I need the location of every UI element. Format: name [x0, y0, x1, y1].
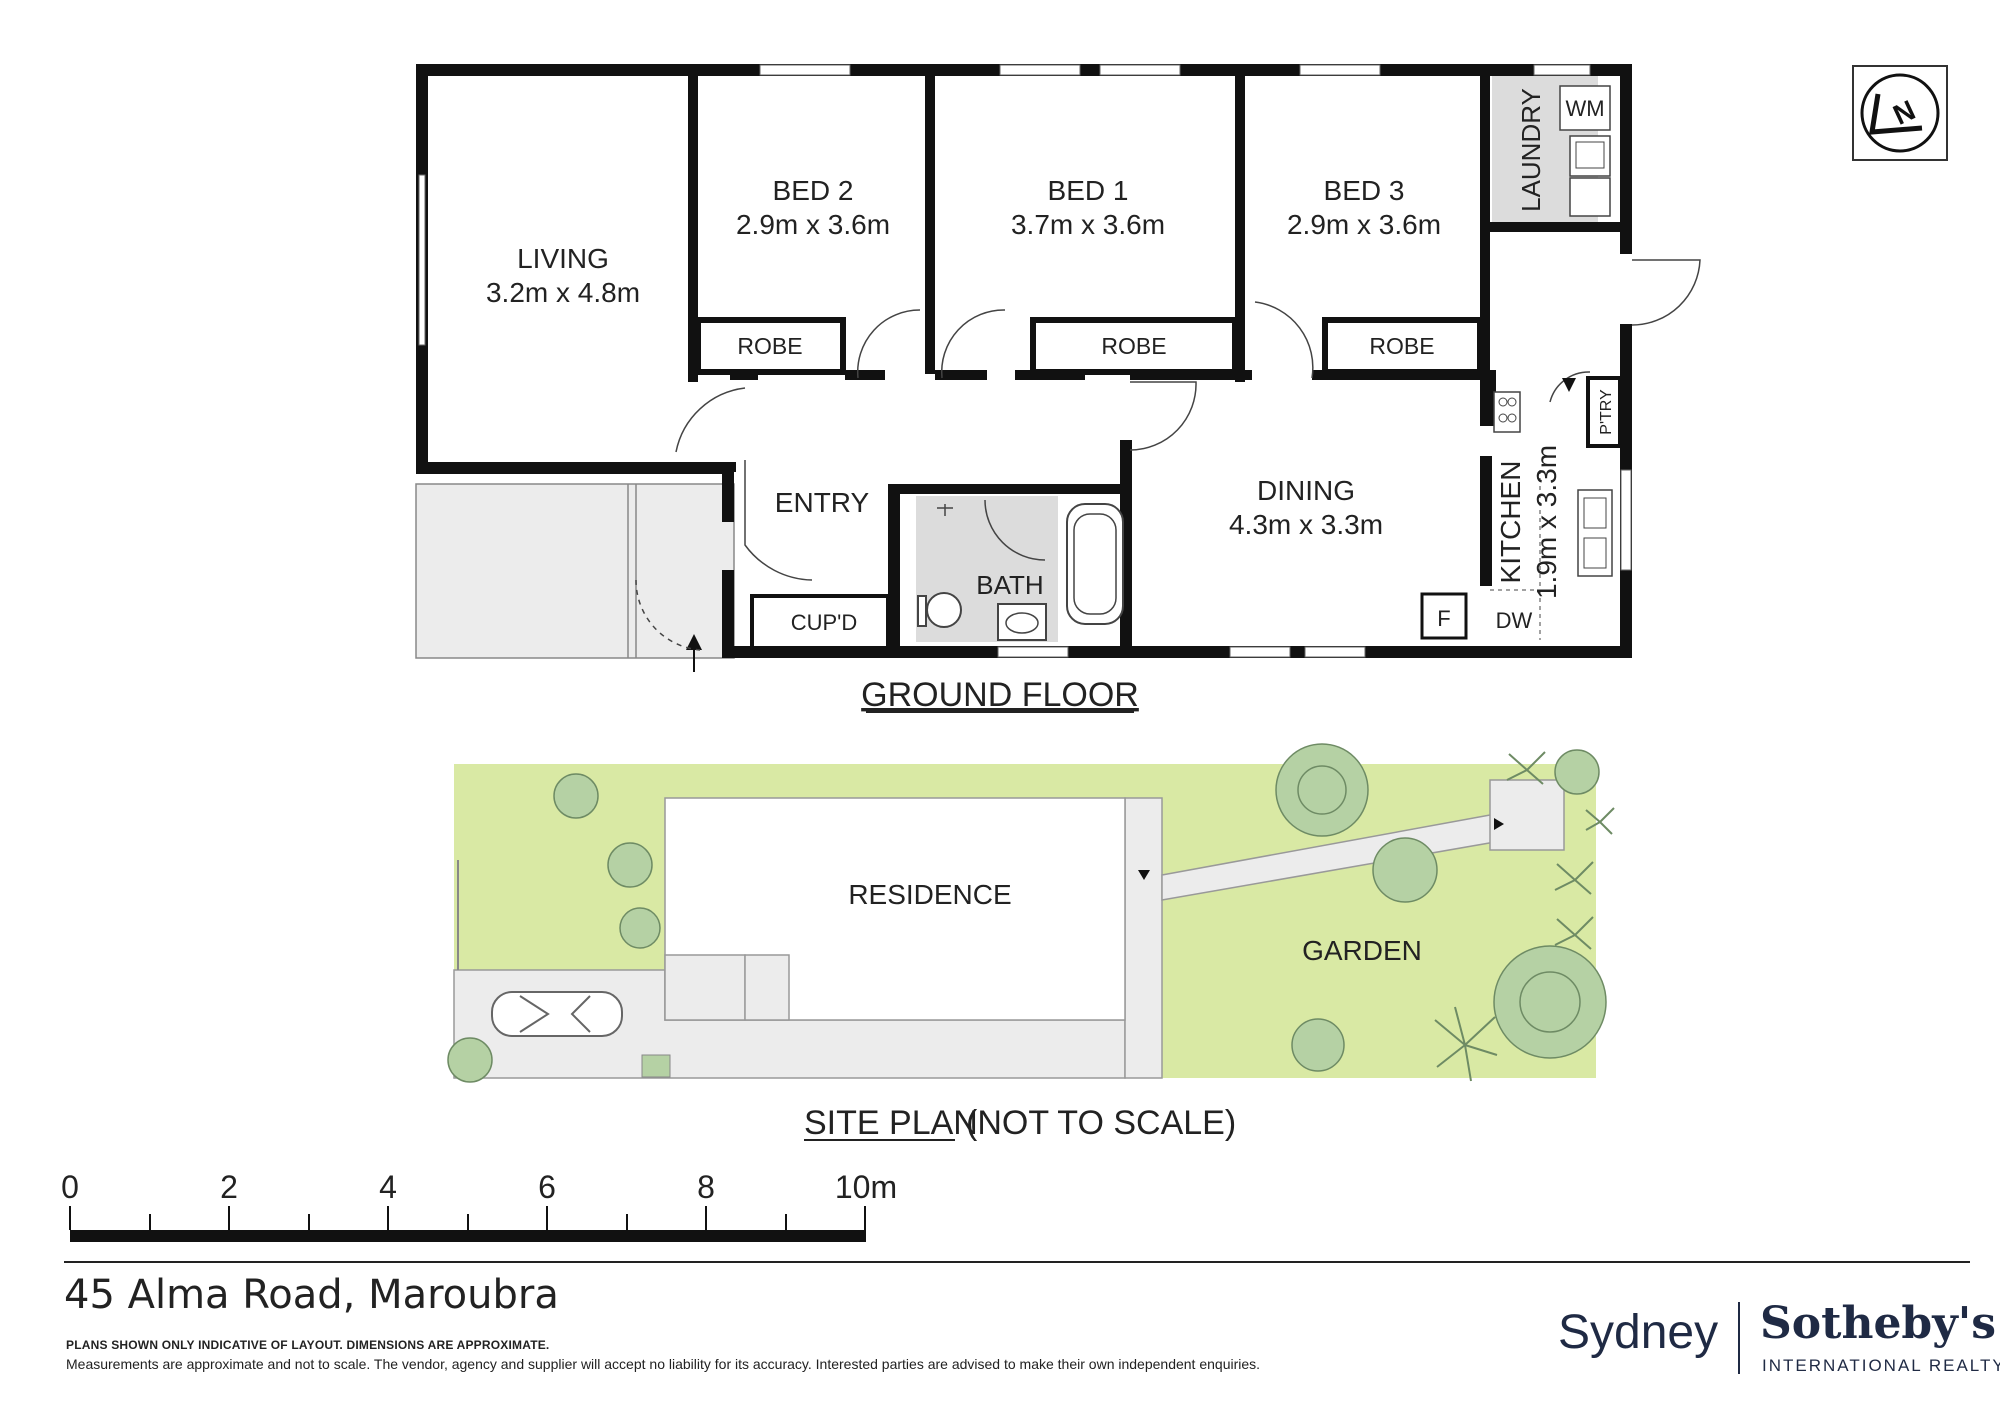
room-dining-name: DINING	[1257, 475, 1355, 506]
ground-floor-plan: LIVING 3.2m x 4.8m BED 2 2.9m x 3.6m BED…	[415, 64, 1701, 714]
front-patio	[415, 483, 735, 659]
compass-icon: N	[1852, 65, 1948, 161]
scale-tick-8: 8	[697, 1169, 715, 1205]
room-living-name: LIVING	[517, 243, 609, 274]
room-dining-size: 4.3m x 3.3m	[1229, 509, 1383, 540]
scale-tick-0: 0	[61, 1169, 79, 1205]
brand-logo-subtitle: INTERNATIONAL REALTY	[1762, 1356, 2000, 1375]
room-bed3-name: BED 3	[1324, 175, 1405, 206]
scale-tick-6: 6	[538, 1169, 556, 1205]
room-kitchen-name: KITCHEN	[1495, 461, 1526, 584]
room-bed2-name: BED 2	[773, 175, 854, 206]
brand-city: Sydney	[1558, 1306, 1719, 1359]
disclaimer-heading: PLANS SHOWN ONLY INDICATIVE OF LAYOUT. D…	[66, 1338, 550, 1352]
tree-icon	[447, 743, 1607, 1083]
dishwasher-label: DW	[1496, 608, 1533, 633]
site-garden-label: GARDEN	[1302, 935, 1422, 966]
property-address: 45 Alma Road, Maroubra	[64, 1272, 559, 1318]
scale-tick-2: 2	[220, 1169, 238, 1205]
room-bed1-name: BED 1	[1048, 175, 1129, 206]
brand-logo-name: Sotheby's	[1760, 1298, 1997, 1349]
site-plan-title: SITE PLAN	[804, 1104, 978, 1142]
room-living-size: 3.2m x 4.8m	[486, 277, 640, 308]
palm-icon	[1434, 751, 1615, 1082]
scale-tick-10: 10m	[835, 1169, 897, 1205]
scale-bar: 0 2 4 6 8 10m	[61, 1169, 897, 1242]
cupboard-label: CUP'D	[791, 610, 858, 635]
site-plan: RESIDENCE GARDEN SITE PLAN (NOT TO SCALE…	[447, 743, 1615, 1142]
robe-label-bed2: ROBE	[737, 333, 802, 359]
room-laundry: LAUNDRY	[1516, 88, 1546, 212]
room-bed3-size: 2.9m x 3.6m	[1287, 209, 1441, 240]
robe-label-bed3: ROBE	[1369, 333, 1434, 359]
ground-floor-title: GROUND FLOOR	[861, 676, 1139, 714]
car-icon	[491, 991, 623, 1037]
room-kitchen-size: 1.9m x 3.3m	[1531, 445, 1562, 599]
room-entry: ENTRY	[775, 487, 870, 518]
room-bed1-size: 3.7m x 3.6m	[1011, 209, 1165, 240]
not-to-scale-label: (NOT TO SCALE)	[966, 1104, 1236, 1142]
site-residence-label: RESIDENCE	[848, 879, 1011, 910]
pantry-label: P'TRY	[1598, 389, 1615, 435]
brand-divider	[1738, 1302, 1740, 1374]
fridge-label: F	[1437, 606, 1450, 631]
wm-label: WM	[1565, 96, 1604, 121]
disclaimer-text: Measurements are approximate and not to …	[66, 1356, 1261, 1372]
room-bath: BATH	[976, 570, 1043, 600]
scale-tick-4: 4	[379, 1169, 397, 1205]
room-bed2-size: 2.9m x 3.6m	[736, 209, 890, 240]
robe-label-bed1: ROBE	[1101, 333, 1166, 359]
